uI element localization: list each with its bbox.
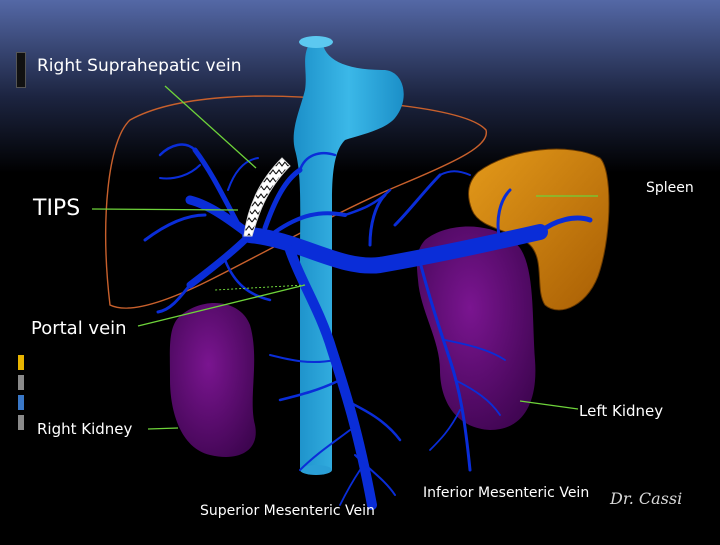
right-kidney (169, 302, 256, 457)
accent-bar-grey (18, 375, 24, 390)
accent-bar-grey-2 (18, 415, 24, 430)
accent-bar-blue (18, 395, 24, 410)
accent-bar-yellow (18, 355, 24, 370)
accent-bar-black (16, 52, 26, 88)
pointer-lines (91, 85, 598, 430)
vena-cava-bottom (300, 465, 332, 475)
portal-pointer-dash (214, 284, 306, 291)
portal-venous-system (143, 143, 593, 510)
label-tips: TIPS (33, 196, 81, 221)
tips-stent (243, 157, 291, 237)
liver-outline (105, 95, 487, 309)
left-kidney (416, 226, 536, 430)
label-right-kidney: Right Kidney (37, 420, 133, 438)
label-spleen: Spleen (646, 180, 694, 196)
label-inferior-mesenteric-vein: Inferior Mesenteric Vein (423, 485, 590, 501)
vena-cava-top (299, 36, 333, 48)
label-right-suprahepatic-vein: Right Suprahepatic vein (37, 56, 242, 76)
label-portal-vein: Portal vein (31, 318, 127, 339)
label-left-kidney: Left Kidney (579, 402, 664, 420)
label-superior-mesenteric-vein: Superior Mesenteric Vein (200, 503, 375, 519)
author-signature: Dr. Cassi (610, 489, 683, 508)
